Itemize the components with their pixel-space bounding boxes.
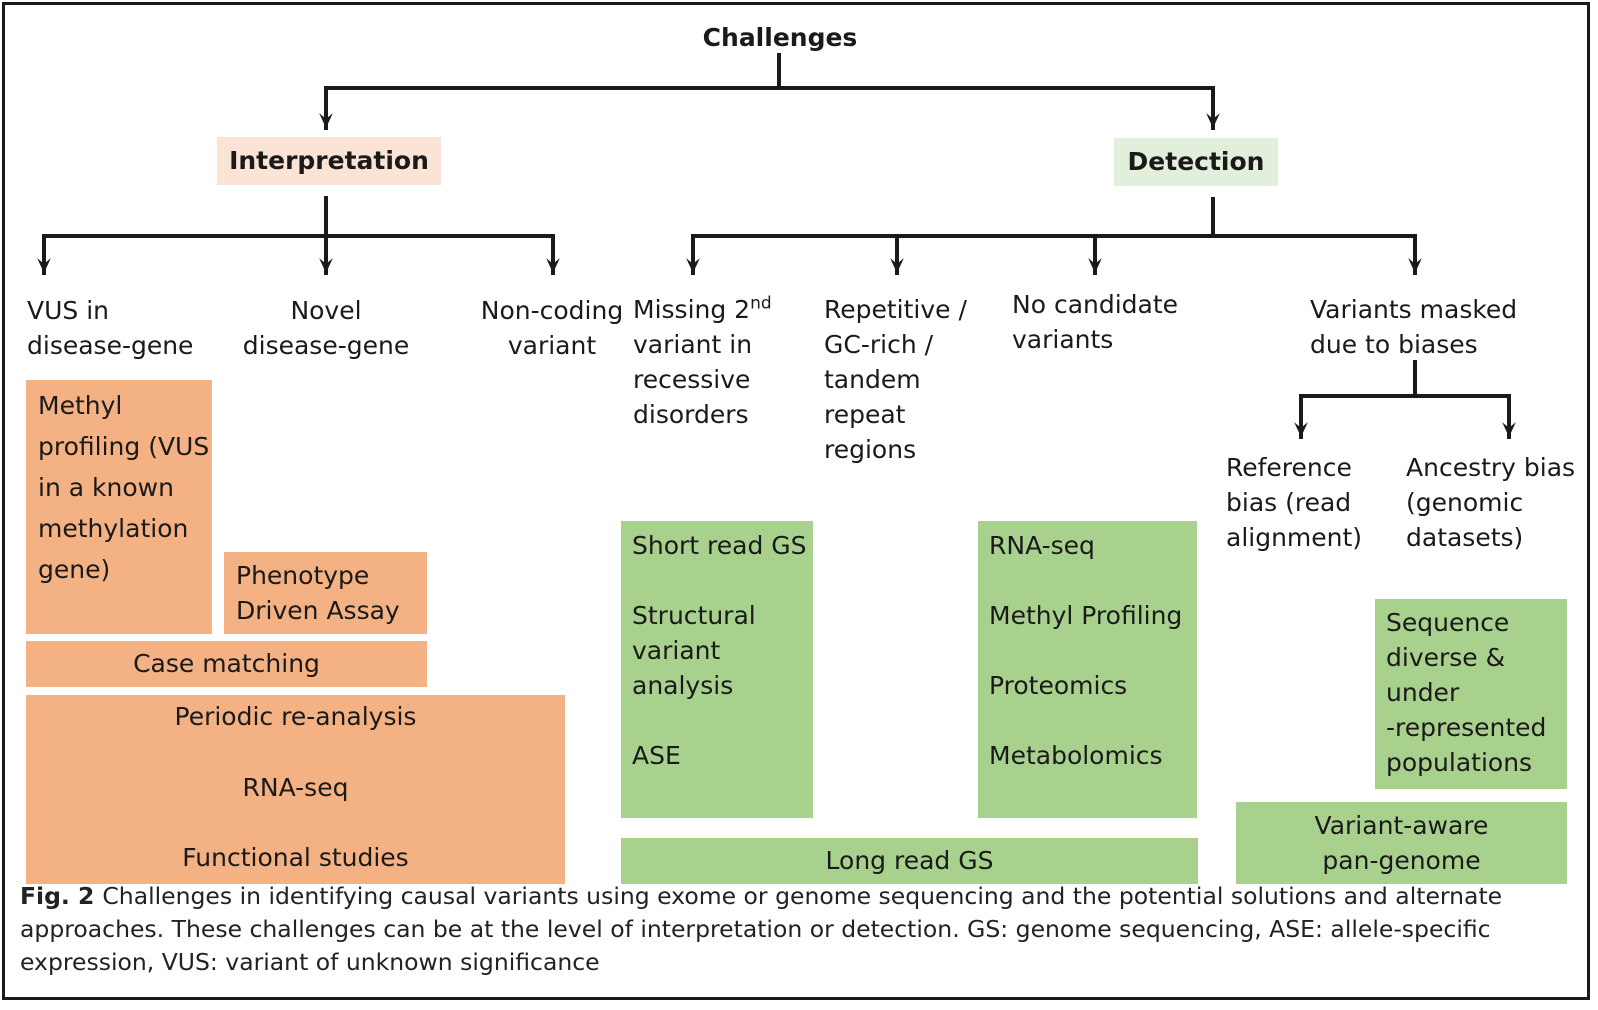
caption-text: Challenges in identifying causal variant… [20,882,1503,976]
bias-ancestry: Ancestry bias (genomic datasets) [1406,453,1576,552]
solution-pan-genome-text: Variant-aware pan-genome [1314,811,1489,875]
solution-short-read-block: Short read GS Structural variant analysi… [621,521,813,818]
root-label: Challenges [702,23,858,52]
challenge-missing: Missing 2nd variant in recessive disorde… [633,292,813,432]
challenge-missing-text: Missing 2 [633,295,751,324]
challenge-missing-rest: variant in recessive disorders [633,330,753,429]
solution-case-matching: Case matching [26,641,427,687]
challenge-repetitive: Repetitive / GC-rich / tandem repeat reg… [824,295,967,464]
solution-long-read-gs-text: Long read GS [825,846,994,875]
solution-methyl-profiling-detect: Methyl Profiling [989,601,1183,630]
figure-label: Fig. 2 [20,882,95,910]
solution-short-read-gs: Short read GS [632,531,807,560]
bias-reference: Reference bias (read alignment) [1226,453,1363,552]
interpretation-header: Interpretation [217,137,441,185]
challenge-noncoding: Non-coding variant [480,296,624,360]
challenge-novel: Novel disease-gene [242,296,410,360]
detection-header: Detection [1114,138,1278,186]
solution-sequence-diverse: Sequence diverse & under -represented po… [1375,599,1567,789]
solution-functional-studies: Functional studies [182,843,409,872]
solution-pan-genome: Variant-aware pan-genome [1236,802,1567,884]
challenge-masked: Variants masked due to biases [1310,295,1518,359]
detection-label: Detection [1127,147,1265,176]
solution-case-matching-text: Case matching [133,649,320,678]
solution-phenotype-assay: Phenotype Driven Assay [224,552,427,634]
solution-rnaseq-interp: RNA-seq [242,773,349,802]
challenge-missing-sup: nd [750,293,772,314]
solution-omics-block: RNA-seq Methyl Profiling Proteomics Meta… [978,521,1197,818]
interpretation-label: Interpretation [229,146,429,175]
solution-methyl-profiling-text: Methyl profiling (VUS in a known methyla… [38,391,210,584]
solution-metabolomics: Metabolomics [989,741,1163,770]
solution-proteomics: Proteomics [989,671,1128,700]
solution-long-read-gs: Long read GS [621,838,1198,884]
solution-methyl-profiling: Methyl profiling (VUS in a known methyla… [26,380,212,634]
challenge-nocandidate: No candidate variants [1012,290,1179,354]
solution-phenotype-assay-text: Phenotype Driven Assay [236,561,400,625]
solution-sequence-diverse-text: Sequence diverse & under -represented po… [1386,608,1547,777]
challenge-vus: VUS in disease-gene [27,296,194,360]
solution-reanalysis-block: Periodic re-analysis RNA-seq Functional … [26,695,565,884]
solution-ase: ASE [632,741,681,770]
solution-periodic-reanalysis: Periodic re-analysis [174,702,417,731]
solution-structural-variant: Structural variant analysis [632,601,756,700]
solution-rnaseq-detect: RNA-seq [989,531,1095,560]
